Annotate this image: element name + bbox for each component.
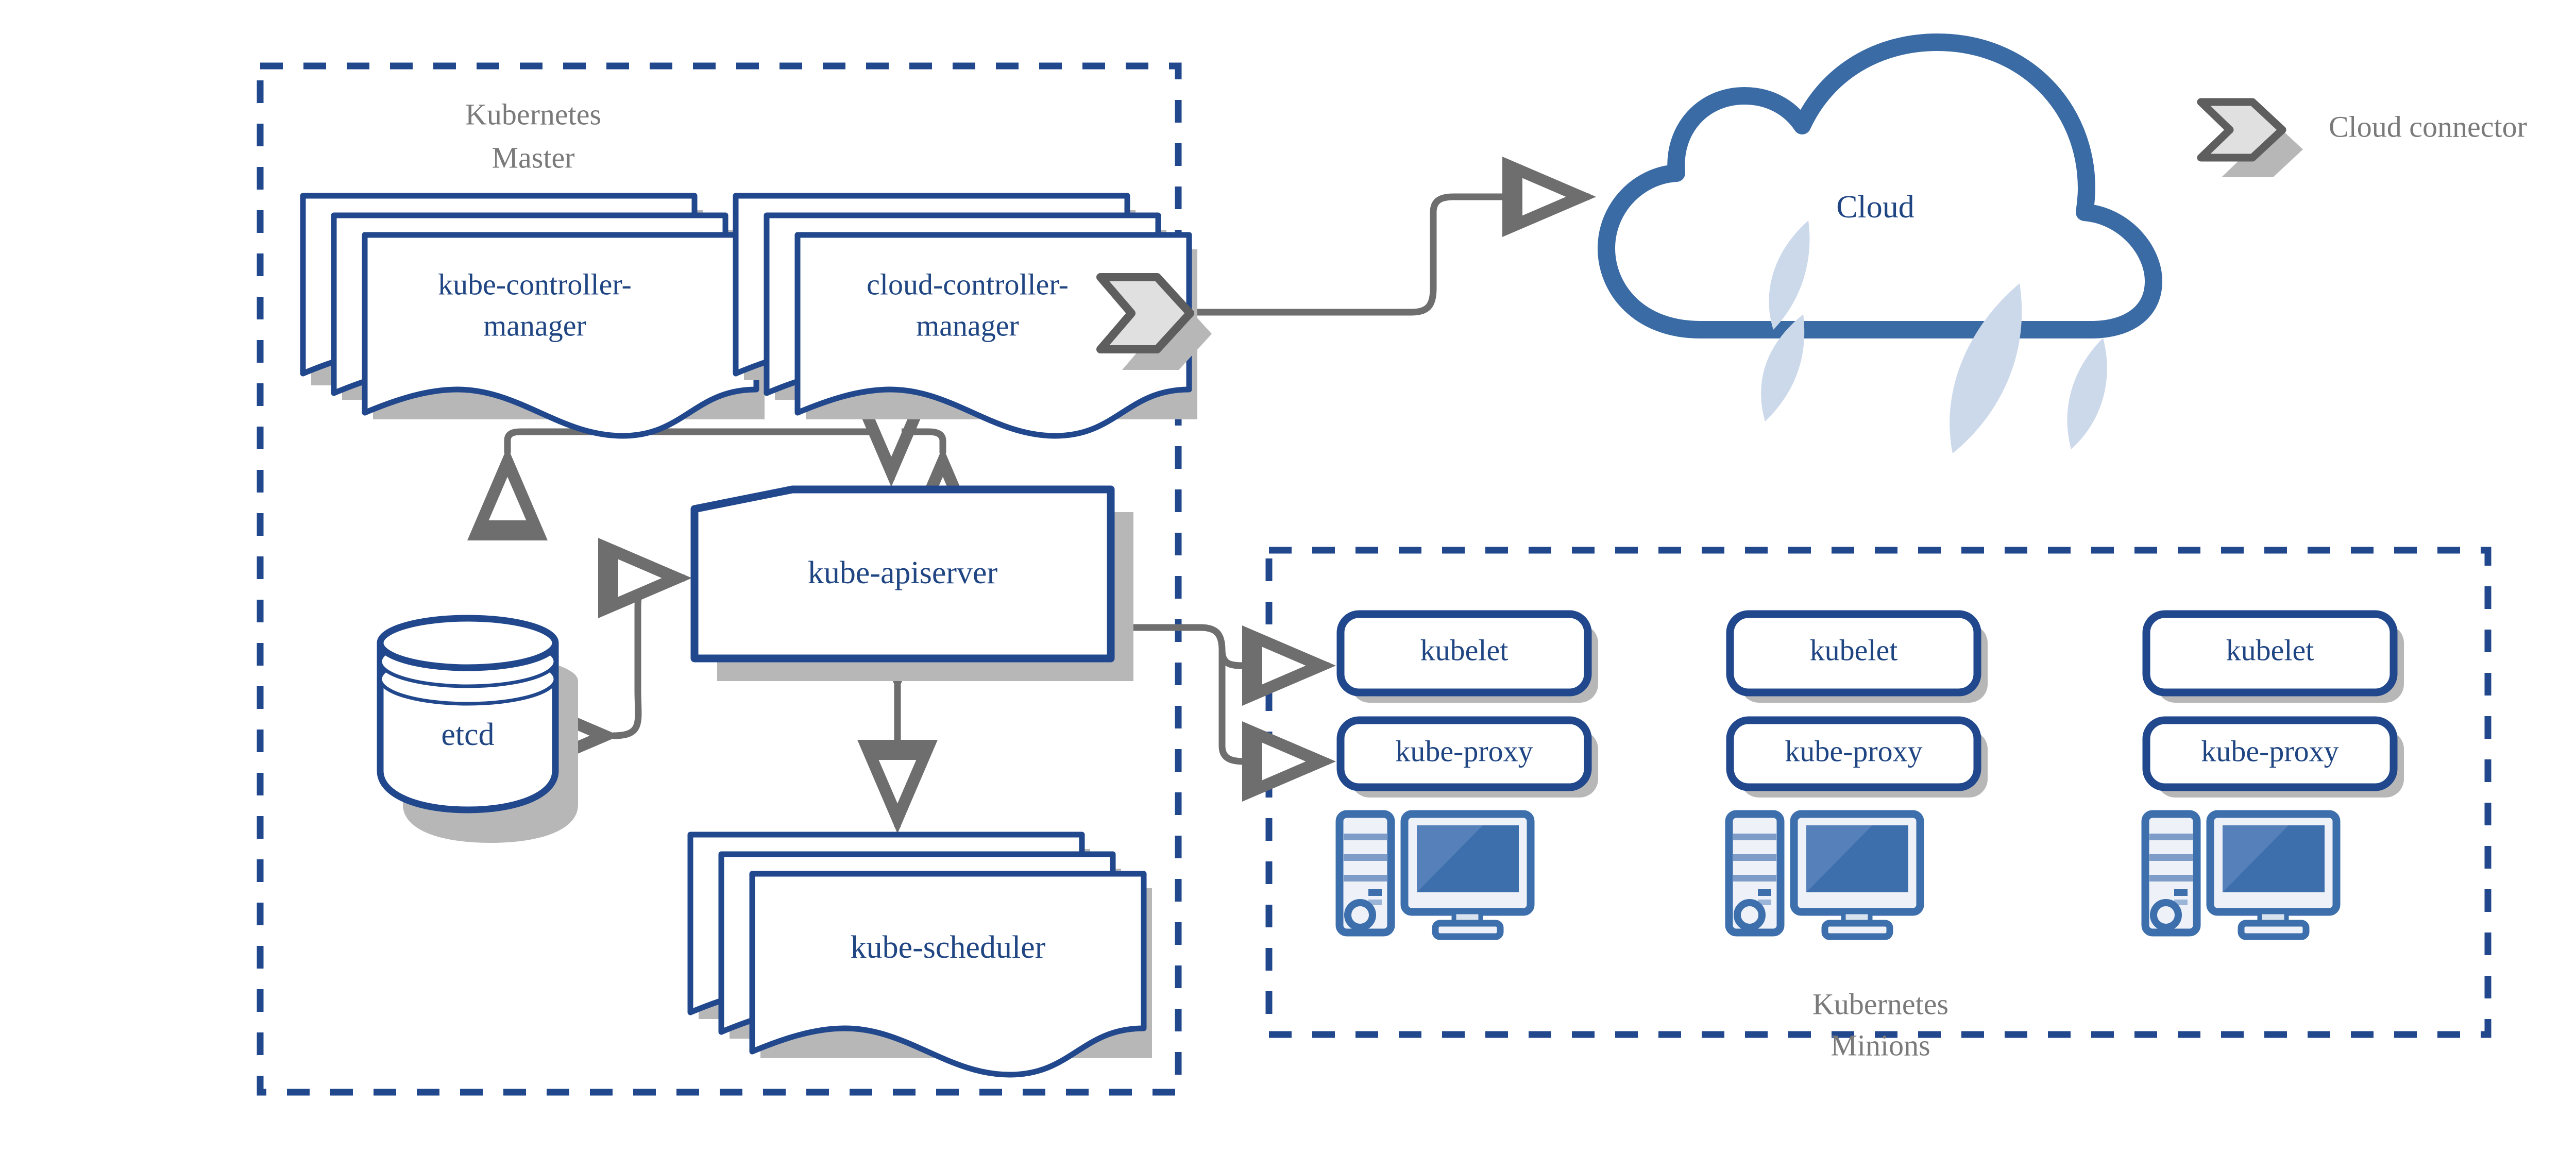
minion-3-kubelet[interactable]: kubelet bbox=[2142, 610, 2404, 703]
minion-2-kubelet-label: kubelet bbox=[1810, 633, 1898, 667]
cloud-controller-manager-label-line2: manager bbox=[916, 309, 1019, 342]
connector-etcd-apiserver bbox=[526, 538, 692, 776]
connector-apiserver-controller-managers bbox=[467, 393, 983, 540]
minion-2-desktop-computer-icon bbox=[1725, 810, 1924, 940]
kube-scheduler-label: kube-scheduler bbox=[851, 930, 1046, 965]
cloud-controller-manager-label-line1: cloud-controller- bbox=[867, 267, 1069, 301]
etcd-label: etcd bbox=[441, 717, 494, 752]
cloud-connector-icon-ccm bbox=[1096, 273, 1212, 370]
node-etcd[interactable]: etcd bbox=[377, 615, 578, 843]
master-group-label-line2: Master bbox=[492, 141, 574, 174]
node-kube-apiserver[interactable]: kube-apiserver bbox=[690, 485, 1133, 681]
kube-apiserver-label: kube-apiserver bbox=[808, 555, 998, 590]
kube-controller-manager-label-line1: kube-controller- bbox=[438, 267, 632, 301]
minion-1-kubelet-label: kubelet bbox=[1420, 633, 1509, 667]
minion-node-3: kubelet kube-proxy bbox=[2141, 610, 2404, 940]
minions-group-label-line1: Kubernetes bbox=[1812, 987, 1948, 1021]
minion-2-kube-proxy-label: kube-proxy bbox=[1785, 734, 1922, 768]
node-cloud[interactable]: Cloud bbox=[1598, 33, 2162, 453]
minion-2-kubelet[interactable]: kubelet bbox=[1726, 610, 1988, 703]
minion-1-kube-proxy[interactable]: kube-proxy bbox=[1336, 716, 1598, 798]
minion-3-kube-proxy-label: kube-proxy bbox=[2201, 734, 2338, 768]
legend-cloud-connector-label: Cloud connector bbox=[2329, 110, 2527, 143]
minion-node-1: kubelet kube-proxy bbox=[1335, 610, 1598, 940]
legend-cloud-connector: Cloud connector bbox=[2197, 98, 2527, 177]
node-kube-scheduler[interactable]: kube-scheduler bbox=[690, 835, 1152, 1075]
minion-2-kube-proxy[interactable]: kube-proxy bbox=[1726, 716, 1988, 798]
minion-3-desktop-computer-icon bbox=[2141, 810, 2341, 940]
minion-1-kubelet[interactable]: kubelet bbox=[1336, 610, 1598, 703]
connector-apiserver-minion-agents bbox=[1036, 587, 1336, 802]
kube-controller-manager-label-line2: manager bbox=[483, 309, 586, 342]
minions-group-label-line2: Minions bbox=[1831, 1028, 1930, 1062]
minion-3-kube-proxy[interactable]: kube-proxy bbox=[2142, 716, 2404, 798]
minion-1-kube-proxy-label: kube-proxy bbox=[1395, 734, 1533, 768]
connector-ccm-to-cloud bbox=[1164, 157, 1596, 316]
minion-node-2: kubelet kube-proxy bbox=[1725, 610, 1988, 940]
master-boundary bbox=[257, 62, 1182, 1096]
master-group-label-line1: Kubernetes bbox=[465, 97, 601, 131]
cloud-label: Cloud bbox=[1836, 190, 1914, 225]
minion-3-kubelet-label: kubelet bbox=[2226, 633, 2314, 667]
minion-1-desktop-computer-icon bbox=[1335, 810, 1535, 940]
node-kube-controller-manager[interactable]: kube-controller- manager bbox=[303, 196, 765, 436]
